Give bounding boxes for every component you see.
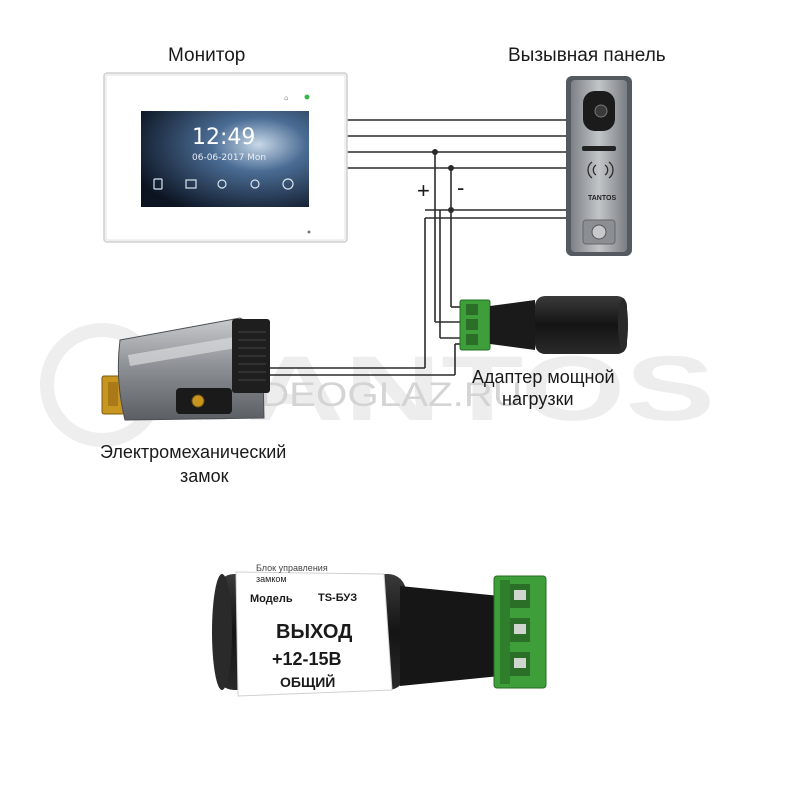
monitor-icons (153, 178, 294, 190)
adapter-label-line1: Адаптер мощной (472, 367, 615, 387)
monitor-screen (141, 111, 309, 207)
monitor-time: 12:49 (192, 125, 255, 150)
sticker-voltage: +12-15В (272, 649, 342, 669)
adapter-label-line2: нагрузки (502, 389, 574, 409)
call-button-icon (591, 224, 607, 240)
monitor-label: Монитор (168, 45, 245, 66)
wire-junctions (432, 149, 454, 213)
sticker-common: ОБЩИЙ (280, 673, 335, 690)
minus-sign: - (457, 175, 464, 200)
sticker-model-value: TS-БУЗ (318, 592, 357, 604)
sticker-header-line2: замком (256, 574, 287, 584)
lock-label-line1: Электромеханический (100, 442, 286, 462)
adapter-small (459, 296, 628, 354)
camera-icon (594, 104, 608, 118)
adapter-sticker-text: Блок управления замком Модель TS-БУЗ ВЫХ… (250, 563, 357, 690)
adapter-large (212, 571, 547, 697)
rfid-icon (587, 161, 614, 179)
call-panel: TANTOS (566, 76, 632, 256)
sticker-output: ВЫХОД (276, 621, 352, 643)
svg-text:⌂: ⌂ (284, 94, 288, 102)
keyhole-icon (191, 394, 205, 408)
sticker-model-label: Модель (250, 593, 293, 605)
wires (270, 119, 572, 376)
call-panel-label: Вызывная панель (508, 45, 666, 66)
plus-sign: + (417, 178, 430, 203)
watermark-site: VIDEOGLAZ.RU (222, 376, 522, 414)
sticker-header-line1: Блок управления (256, 563, 328, 573)
monitor: 12:49 06-06-2017 Mon ⌂ (103, 72, 348, 243)
lock-label-line2: замок (180, 466, 229, 486)
monitor-date: 06-06-2017 Mon (192, 153, 266, 163)
electromechanical-lock (101, 317, 270, 421)
call-panel-brand: TANTOS (588, 195, 616, 202)
